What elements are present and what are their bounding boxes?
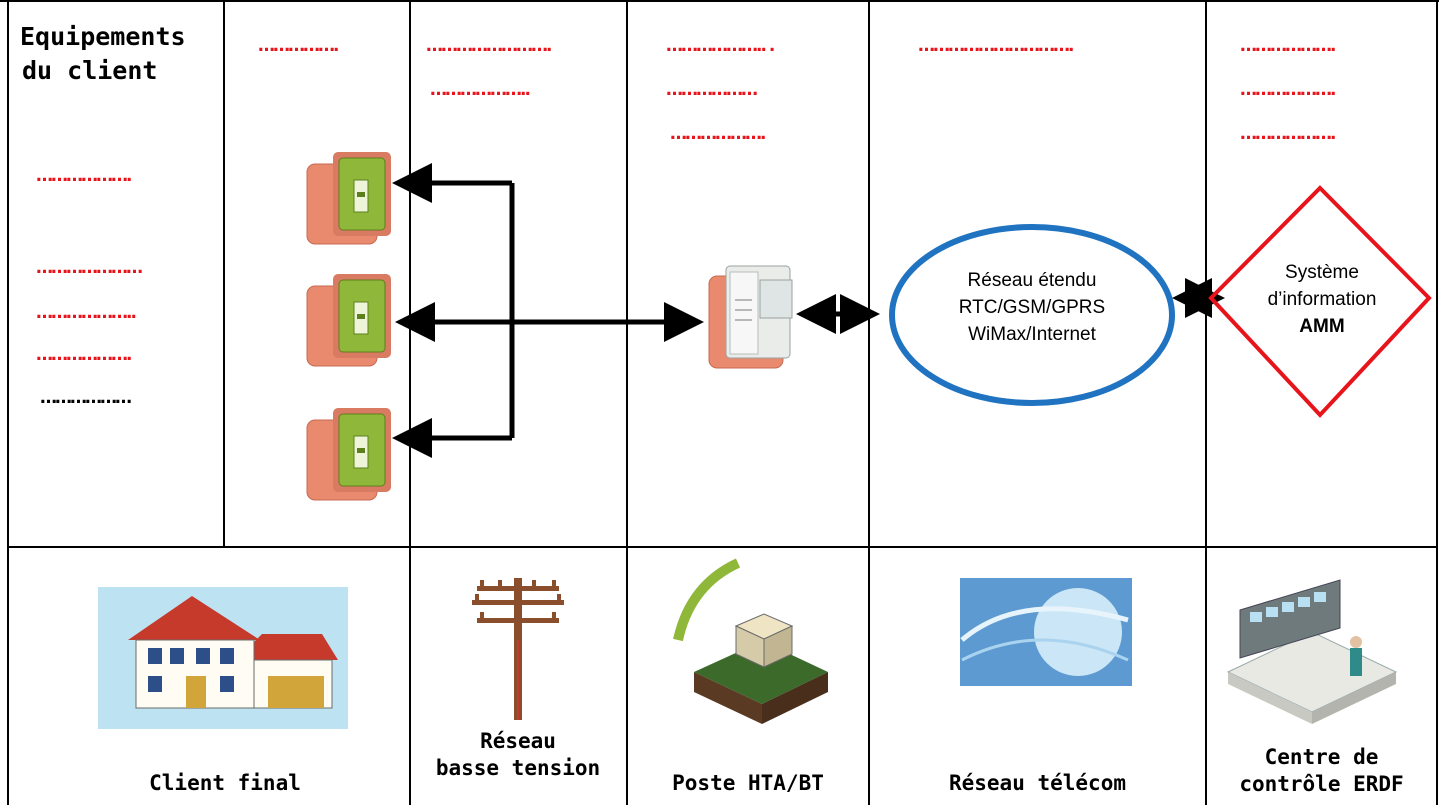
equipements-line2: du client xyxy=(22,56,158,85)
placeholder-col6-2: ………………. xyxy=(1240,80,1336,100)
placeholder-col6-3: ………………. xyxy=(1240,124,1336,144)
reseau-etendu-text: Réseau étendu RTC/GSM/GPRS WiMax/Interne… xyxy=(932,267,1132,348)
telecom-globe-icon xyxy=(960,578,1132,686)
placeholder-left-5: ……………… xyxy=(40,388,132,408)
systeme-info-line2: d’information xyxy=(1267,289,1377,310)
utility-pole-icon xyxy=(472,578,564,720)
label-centre-line1: Centre de xyxy=(1264,745,1379,769)
systeme-info-text: Système d’information AMM xyxy=(1250,259,1394,340)
reseau-etendu-ellipse xyxy=(889,224,1175,406)
col-divider-4 xyxy=(868,0,870,805)
systeme-info-line1: Système xyxy=(1285,262,1359,283)
table-border-top xyxy=(0,0,1439,2)
control-center-icon xyxy=(1226,579,1398,724)
placeholder-col4-2: ……………… xyxy=(666,80,758,100)
systeme-info-line3: AMM xyxy=(1299,316,1345,337)
placeholder-col6-1: ………………. xyxy=(1240,36,1336,56)
placeholder-col3-2: ……………….. xyxy=(430,80,531,100)
label-reseau-bt-line2: basse tension xyxy=(435,756,601,780)
label-reseau-telecom: Réseau télécom xyxy=(948,771,1126,795)
reseau-etendu-line1: Réseau étendu xyxy=(967,270,1097,291)
label-centre-line2: contrôle ERDF xyxy=(1239,772,1404,796)
placeholder-col3-1: ……………………. xyxy=(426,36,552,56)
concentrator-icon xyxy=(708,265,793,369)
placeholder-col2: ……………. xyxy=(258,36,339,56)
reseau-etendu-line3: WiMax/Internet xyxy=(968,324,1096,345)
label-reseau-bt-line1: Réseau xyxy=(480,729,556,753)
reseau-etendu-line2: RTC/GSM/GPRS xyxy=(958,297,1106,318)
meter-icon-2 xyxy=(306,274,391,367)
label-reseau-bt: Réseau basse tension xyxy=(411,728,625,782)
label-client-final: Client final xyxy=(149,771,301,795)
col-divider-1 xyxy=(223,0,225,547)
placeholder-left-3: ……………….. xyxy=(36,303,137,323)
table-border-right xyxy=(1436,0,1438,805)
substation-icon xyxy=(673,558,828,724)
col-divider-3 xyxy=(626,0,628,805)
placeholder-col4-1: ……………….. . xyxy=(666,36,775,56)
meter-icon-1 xyxy=(306,152,391,245)
placeholder-left-4: ………………. xyxy=(36,345,132,365)
label-poste: Poste HTA/BT xyxy=(672,771,824,795)
equipements-line1: Equipements xyxy=(20,22,186,51)
house-icon xyxy=(98,587,348,729)
placeholder-left-2: ………………… xyxy=(36,258,143,278)
equipements-title: Equipements du client xyxy=(20,20,186,88)
placeholder-left-1: ………………. xyxy=(36,166,132,186)
placeholder-col5: …………………………. xyxy=(918,36,1074,56)
label-centre-erdf: Centre de contrôle ERDF xyxy=(1207,744,1436,798)
meter-icon-3 xyxy=(306,408,391,501)
col-divider-5 xyxy=(1205,0,1207,805)
systeme-info-diamond xyxy=(1208,185,1432,418)
col-divider-2 xyxy=(409,0,411,805)
table-border-left xyxy=(7,0,9,805)
row-divider xyxy=(7,546,1437,548)
connection-lines xyxy=(392,163,1225,458)
placeholder-col4-3: ………………. xyxy=(670,124,766,144)
